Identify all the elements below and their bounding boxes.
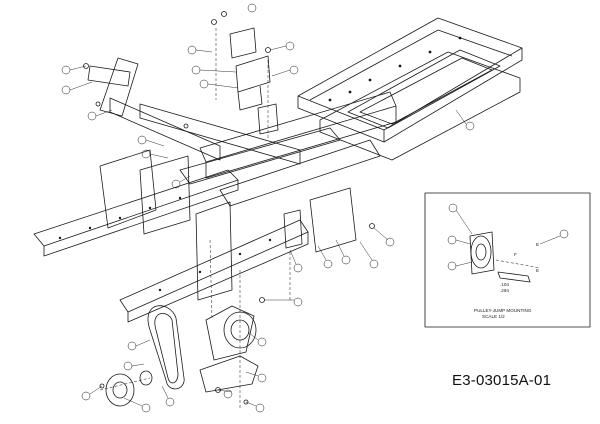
rail-holes [58,36,462,292]
inset-note-title: PULLEY-JUMP MOUNTING [474,308,532,313]
side-bracket-plate [99,149,357,301]
inset-dimension-2: .294 [500,288,509,293]
top-mount-bracket [229,27,279,135]
frame-cross-member [179,91,397,207]
inset-letter-f: F [514,252,517,257]
inset-letter-e-bottom: E [536,268,539,273]
pulley-belt-assembly [105,305,259,407]
inset-detail-box [424,192,591,328]
bolt-nut-set [83,11,375,405]
frame-rail-left [87,57,301,165]
inset-dimension-1: .104 [500,282,509,287]
lower-left-beam [33,169,309,323]
fastener-centerlines [99,28,291,410]
inset-letter-e-top: E [536,242,539,247]
frame-rail-right [297,17,523,161]
callout-circles [61,3,475,413]
drawing-code: E3-03015A-01 [452,372,552,389]
leader-lines [69,45,467,407]
inset-note-scale: SCALE 1/2 [482,314,505,319]
